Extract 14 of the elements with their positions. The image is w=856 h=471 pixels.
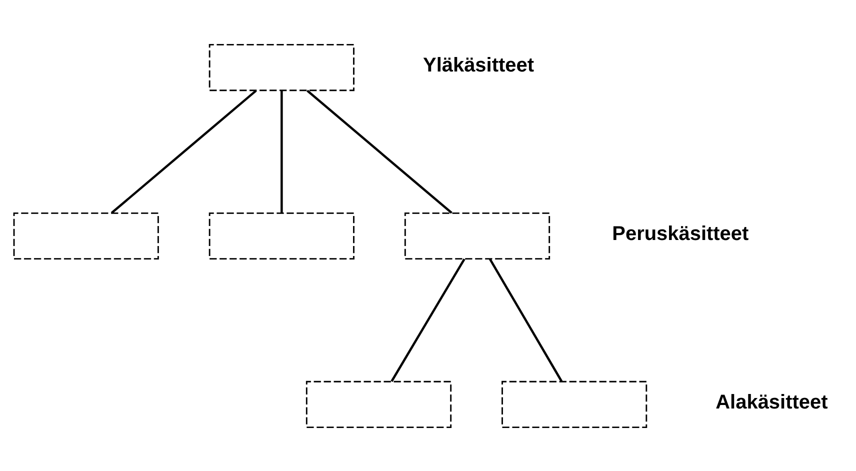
label: Alakäsitteet [716,390,828,413]
node-box [13,212,159,260]
node-box [208,44,354,91]
node-box [306,380,452,428]
label: Yläkäsitteet [423,54,534,76]
node-box [208,212,354,260]
connector [390,258,466,382]
node-box [404,212,550,260]
connector [110,89,257,214]
connector [280,90,283,212]
node-box [502,380,648,428]
connector [306,89,452,214]
connector [488,258,563,382]
label: Peruskäsitteet [612,222,749,244]
